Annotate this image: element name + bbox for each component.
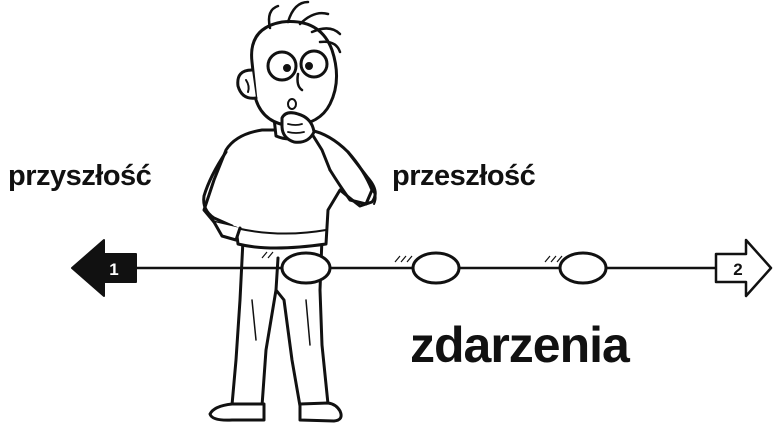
event-marker	[558, 251, 608, 285]
event-marker	[411, 251, 461, 285]
past-label: przeszłość	[392, 160, 536, 192]
events-label: zdarzenia	[410, 317, 630, 373]
arrow-left-future: 1	[71, 239, 137, 297]
arrow-right-number: 2	[733, 260, 742, 279]
event-marker	[280, 251, 332, 285]
future-label: przyszłość	[8, 160, 152, 192]
event-markers	[280, 251, 608, 285]
arrow-right-past: 2	[714, 238, 773, 298]
arrow-left-number: 1	[109, 260, 118, 279]
person-figure	[202, 0, 377, 250]
